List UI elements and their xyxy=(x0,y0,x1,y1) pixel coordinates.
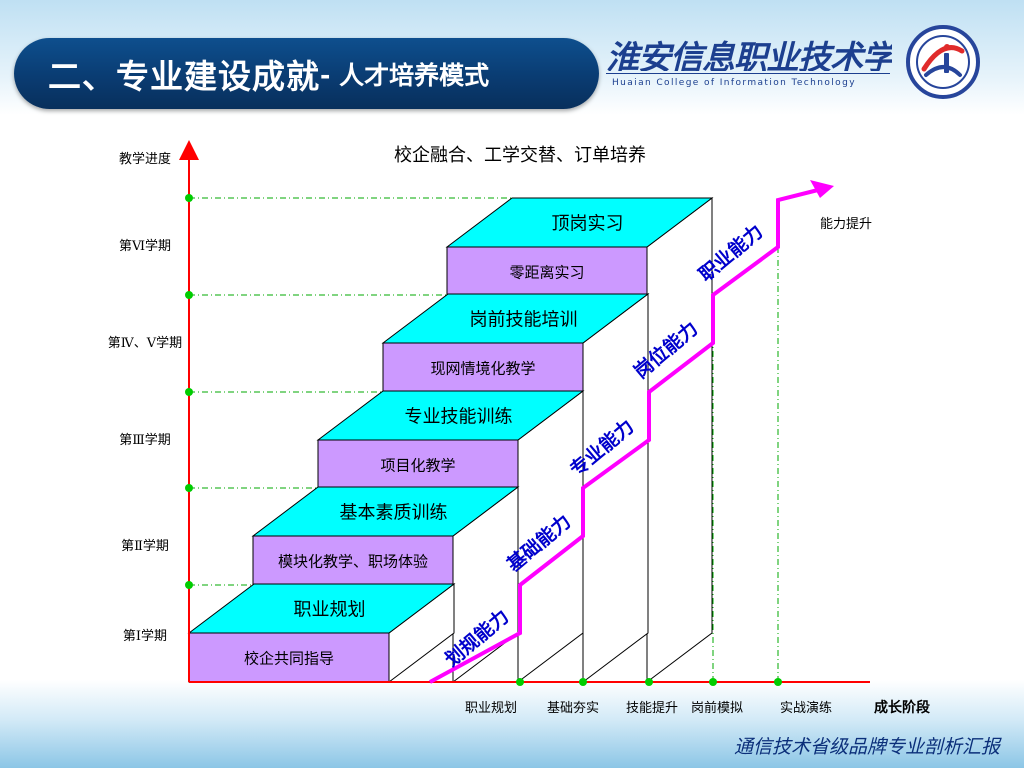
step-front-label: 校企共同指导 xyxy=(244,650,334,668)
axis-dot xyxy=(185,484,193,492)
step-front-label: 现网情境化教学 xyxy=(430,360,535,378)
step-top-label: 职业规划 xyxy=(294,600,366,621)
axis-dot xyxy=(185,291,193,299)
stage-label: 实战演练 xyxy=(780,700,832,716)
step-top-label: 基本素质训练 xyxy=(340,503,448,524)
diagram-title: 校企融合、工学交替、订单培养 xyxy=(394,145,646,166)
footer-background xyxy=(0,680,1024,768)
semester-label: 第Ⅰ学期 xyxy=(123,628,167,644)
step-front-label: 模块化教学、职场体验 xyxy=(278,553,428,571)
semester-label: 第Ⅲ学期 xyxy=(119,432,171,448)
axis-dots xyxy=(185,194,782,686)
semester-label: 第Ⅳ、Ⅴ学期 xyxy=(108,335,182,351)
axis-dot xyxy=(185,581,193,589)
stage-label: 基础夯实 xyxy=(547,701,599,716)
axis-dot xyxy=(185,194,193,202)
ability-growth-path xyxy=(429,188,819,684)
step-front-face xyxy=(446,246,648,297)
staircase: 顶岗实习零距离实习岗前技能培训现网情境化教学专业技能训练项目化教学基本素质训练模… xyxy=(187,196,714,684)
title-banner: 二、专业建设成就 - 人才培养模式 xyxy=(14,38,599,109)
ability-rise-label: 能力提升 xyxy=(820,216,872,232)
step-top-label: 顶岗实习 xyxy=(552,214,624,235)
stage-labels: 职业规划 基础夯实 技能提升岗前模拟 实战演练 xyxy=(465,700,832,716)
semester-label: 第Ⅱ学期 xyxy=(121,538,169,554)
x-axis-label: 成长阶段 xyxy=(874,699,930,716)
stage-label: 技能提升 xyxy=(626,700,678,716)
step-front-face xyxy=(252,535,454,586)
page-title: 二、专业建设成就 xyxy=(48,56,320,96)
stage-label: 职业规划 xyxy=(465,701,517,716)
y-axis-label: 教学进度 xyxy=(119,151,171,167)
step-top-label: 专业技能训练 xyxy=(405,407,513,428)
step-front-label: 零距离实习 xyxy=(509,264,584,282)
axis-dot xyxy=(645,678,653,686)
axis-dot xyxy=(579,678,587,686)
college-name-divider xyxy=(606,73,890,74)
axis-dot xyxy=(185,388,193,396)
axis-dot xyxy=(774,678,782,686)
semester-label: 第Ⅵ学期 xyxy=(119,238,171,254)
step-side-face xyxy=(582,292,649,684)
step-front-label: 项目化教学 xyxy=(380,457,455,475)
college-name-cn: 淮安信息职业技术学院 xyxy=(606,38,892,71)
step-top-label: 岗前技能培训 xyxy=(470,310,578,331)
step-front-face xyxy=(382,342,584,393)
ability-growth-arrowhead-icon xyxy=(810,180,834,198)
footer-note: 通信技术省级品牌专业剖析汇报 xyxy=(733,736,1000,758)
college-logo-emblem-icon xyxy=(916,35,970,89)
step-front-face xyxy=(317,439,519,490)
axis-dot xyxy=(516,678,524,686)
page-subtitle: - 人才培养模式 xyxy=(320,60,490,90)
axis-dot xyxy=(709,678,717,686)
college-name-en: Huaian College of Information Technology xyxy=(612,78,856,88)
stage-label: 岗前模拟 xyxy=(691,700,743,716)
college-logo xyxy=(906,25,980,99)
